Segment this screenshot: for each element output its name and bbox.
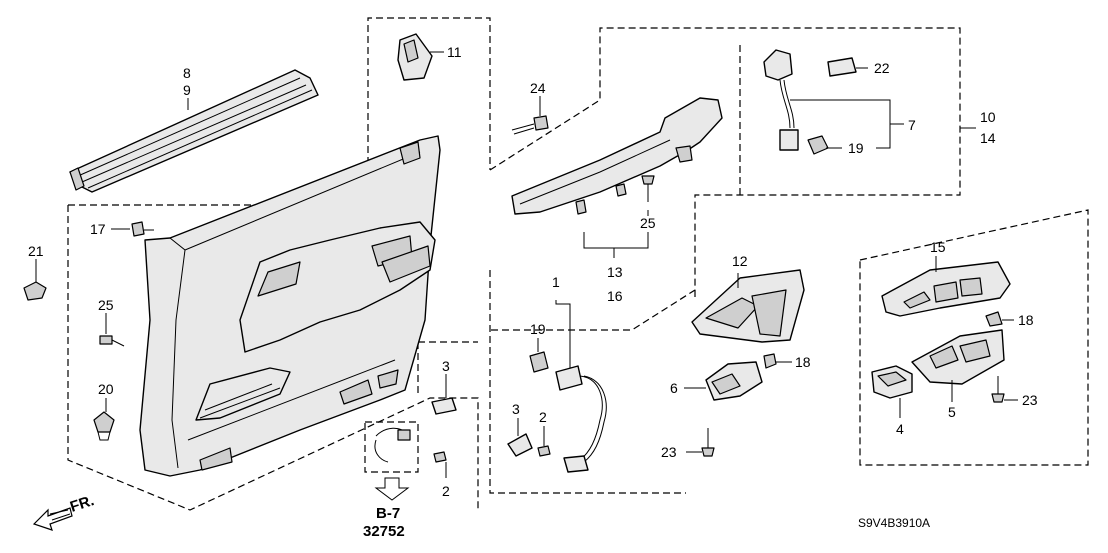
armrest — [511, 97, 723, 215]
diagram-code: S9V4B3910A — [858, 516, 930, 530]
callout-13: 13 — [607, 264, 623, 280]
reference-block: B-7 32752 — [363, 477, 410, 540]
screw-25-right — [641, 175, 655, 202]
reference-page: B-7 — [376, 505, 400, 522]
armrest-group-box — [489, 27, 961, 331]
bulb-3 — [431, 397, 457, 415]
callout-20: 20 — [98, 381, 114, 397]
clip-21 — [23, 281, 47, 301]
screw-23-left — [701, 428, 715, 457]
callout-19-middle: 19 — [530, 321, 546, 337]
callout-2-left: 2 — [442, 483, 450, 499]
master-switch-panel-15 — [881, 261, 1011, 317]
screw-24 — [511, 115, 549, 135]
harness-ref-box — [364, 421, 419, 473]
harness-ref — [374, 427, 411, 463]
callout-23-right: 23 — [1022, 392, 1038, 408]
switch-6 — [705, 361, 763, 401]
callout-12: 12 — [732, 253, 748, 269]
callout-24: 24 — [530, 80, 546, 96]
clip-20 — [93, 411, 115, 441]
callout-5: 5 — [948, 404, 956, 420]
screw-23-right — [991, 376, 1005, 403]
front-direction-label: FR. — [68, 492, 96, 516]
master-switch-group-box — [859, 209, 1089, 466]
callout-7: 7 — [908, 117, 916, 133]
front-direction-arrow: FR. — [32, 492, 96, 531]
callout-18-middle: 18 — [795, 354, 811, 370]
callouts: 8 9 17 21 25 20 11 24 25 13 16 1 19 3 2 … — [28, 44, 1038, 499]
switch-panel-12 — [691, 269, 805, 343]
callout-25-left: 25 — [98, 297, 114, 313]
leader-lines — [35, 51, 1018, 478]
harness-1 — [507, 351, 607, 473]
callout-17: 17 — [90, 221, 106, 237]
callout-19-top: 19 — [848, 140, 864, 156]
callout-1: 1 — [552, 274, 560, 290]
screw-25-left — [99, 335, 125, 347]
callout-14: 14 — [980, 130, 996, 146]
socket-2 — [433, 451, 447, 463]
connector-group-box — [417, 341, 478, 395]
switch-harness-top — [763, 49, 857, 155]
callout-21: 21 — [28, 243, 44, 259]
bracket-11 — [397, 33, 433, 81]
clip-18-right — [985, 311, 1003, 327]
harness-group-box — [489, 270, 696, 494]
clip-18-middle — [763, 353, 777, 369]
door-panel — [139, 135, 441, 477]
switch-4 — [871, 365, 913, 399]
callout-18-right: 18 — [1018, 312, 1034, 328]
callout-8: 8 — [183, 65, 191, 81]
callout-4: 4 — [896, 421, 904, 437]
weatherstrip — [69, 69, 319, 193]
reference-part-number: 32752 — [363, 523, 405, 540]
callout-2-middle: 2 — [539, 409, 547, 425]
master-switch-5 — [911, 329, 1005, 385]
callout-10: 10 — [980, 109, 996, 125]
callout-6: 6 — [670, 380, 678, 396]
callout-3-left: 3 — [442, 358, 450, 374]
group-boxes — [67, 17, 1089, 511]
callout-3-middle: 3 — [512, 401, 520, 417]
callout-11: 11 — [447, 44, 462, 60]
callout-16: 16 — [607, 288, 623, 304]
callout-23-left: 23 — [661, 444, 677, 460]
callout-15: 15 — [930, 239, 946, 255]
callout-25-right: 25 — [640, 215, 656, 231]
clip-17 — [131, 221, 154, 237]
callout-9: 9 — [183, 82, 191, 98]
callout-22: 22 — [874, 60, 890, 76]
